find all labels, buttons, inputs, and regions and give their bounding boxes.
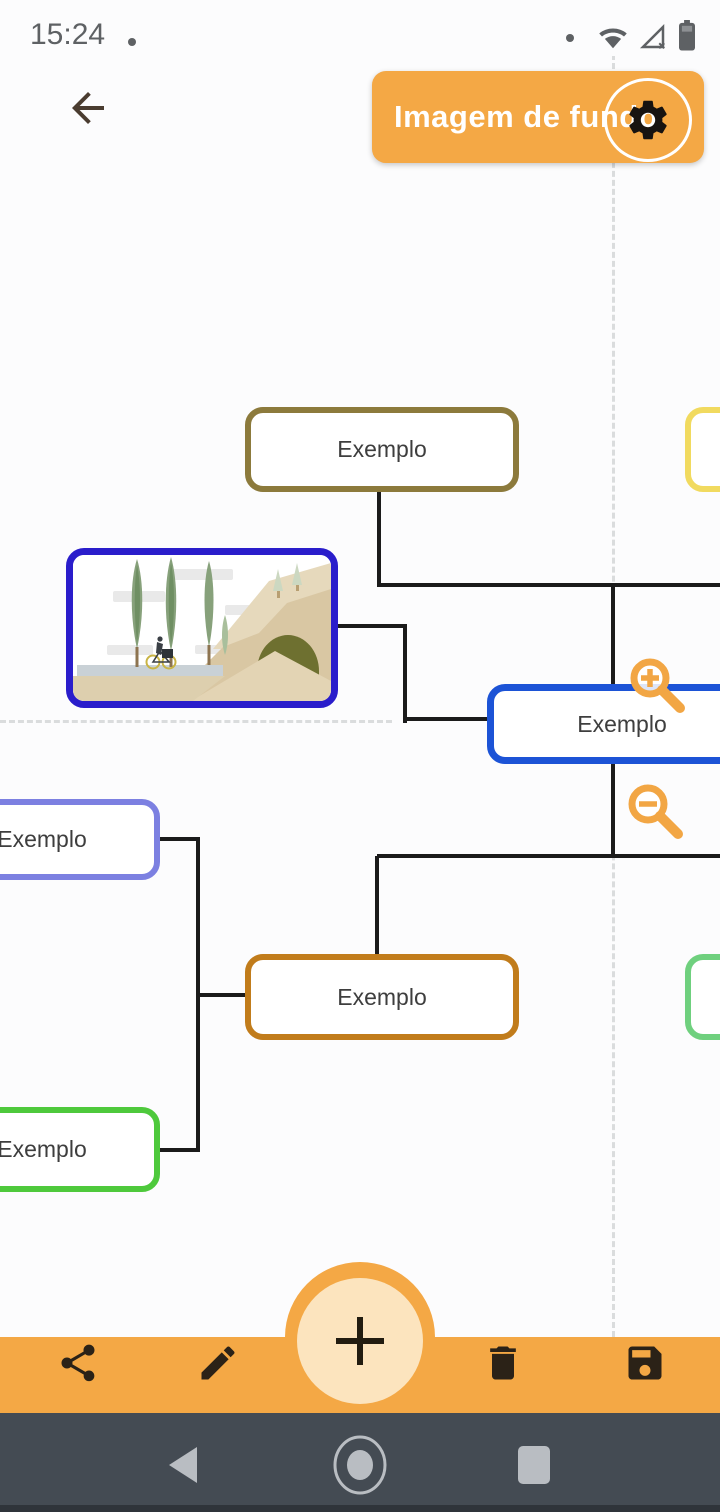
back-button[interactable] — [60, 80, 116, 136]
connector-line — [150, 837, 200, 841]
share-icon — [61, 1344, 95, 1382]
settings-gear-button[interactable] — [604, 78, 692, 162]
nav-home-button[interactable] — [332, 1435, 388, 1495]
plus-icon — [336, 1317, 384, 1365]
connector-line — [320, 624, 407, 628]
status-bar: 15:24 — [0, 0, 720, 56]
node-label: Exemplo — [337, 983, 427, 1010]
notification-dot — [128, 38, 136, 46]
no-signal-icon — [638, 22, 668, 57]
connector-line — [611, 585, 615, 689]
edit-button[interactable] — [195, 1340, 241, 1386]
zoom-in-button[interactable] — [624, 652, 690, 723]
magnifier-minus-icon — [628, 784, 683, 839]
clock-text: 15:24 — [30, 18, 106, 51]
canvas-guide-horizontal — [0, 720, 392, 723]
arrow-left-icon — [72, 92, 104, 124]
share-button[interactable] — [55, 1340, 101, 1386]
battery-icon — [678, 20, 696, 57]
add-node-button[interactable] — [297, 1278, 423, 1404]
mindmap-node[interactable] — [685, 954, 720, 1040]
gear-icon — [629, 100, 667, 140]
circle-home-icon — [333, 1435, 387, 1495]
mindmap-node[interactable]: Exemplo — [0, 799, 160, 880]
trash-icon — [490, 1346, 516, 1380]
connector-line — [611, 752, 615, 858]
node-label: Exemplo — [0, 1136, 87, 1162]
connector-line — [403, 717, 491, 721]
connector-line — [377, 583, 720, 587]
square-recents-icon — [518, 1446, 550, 1484]
android-nav-bar — [0, 1413, 720, 1512]
connector-line — [377, 474, 381, 587]
connector-line — [403, 624, 407, 723]
wifi-icon — [598, 22, 628, 57]
mindmap-node[interactable] — [685, 407, 720, 492]
notification-dot — [566, 34, 574, 42]
node-label: Exemplo — [0, 826, 87, 852]
node-label: Exemplo — [337, 436, 427, 462]
mindmap-image-node[interactable] — [66, 548, 338, 708]
mindmap-node-selected[interactable]: Exemplo — [487, 684, 720, 764]
cyclist-figure — [145, 636, 177, 670]
node-label: Exemplo — [577, 710, 667, 737]
delete-button[interactable] — [480, 1340, 526, 1386]
mindmap-node[interactable]: Exemplo — [245, 407, 519, 492]
connector-line — [377, 854, 720, 858]
nav-back-button[interactable] — [155, 1437, 211, 1493]
connector-line — [198, 993, 248, 997]
landscape-illustration — [73, 555, 331, 701]
pencil-icon — [201, 1346, 235, 1380]
mindmap-node[interactable]: Exemplo — [245, 954, 519, 1040]
magnifier-plus-icon — [630, 658, 685, 713]
mindmap-node[interactable]: Exemplo — [0, 1107, 160, 1192]
screen-bottom-edge — [0, 1505, 720, 1512]
background-image-button[interactable]: Imagem de fundo — [372, 71, 704, 163]
zoom-out-button[interactable] — [622, 778, 688, 849]
connector-line — [375, 856, 379, 958]
triangle-back-icon — [169, 1447, 197, 1483]
connector-line — [150, 1148, 200, 1152]
save-button[interactable] — [622, 1340, 668, 1386]
floppy-save-icon — [628, 1346, 662, 1380]
nav-recents-button[interactable] — [506, 1437, 562, 1493]
